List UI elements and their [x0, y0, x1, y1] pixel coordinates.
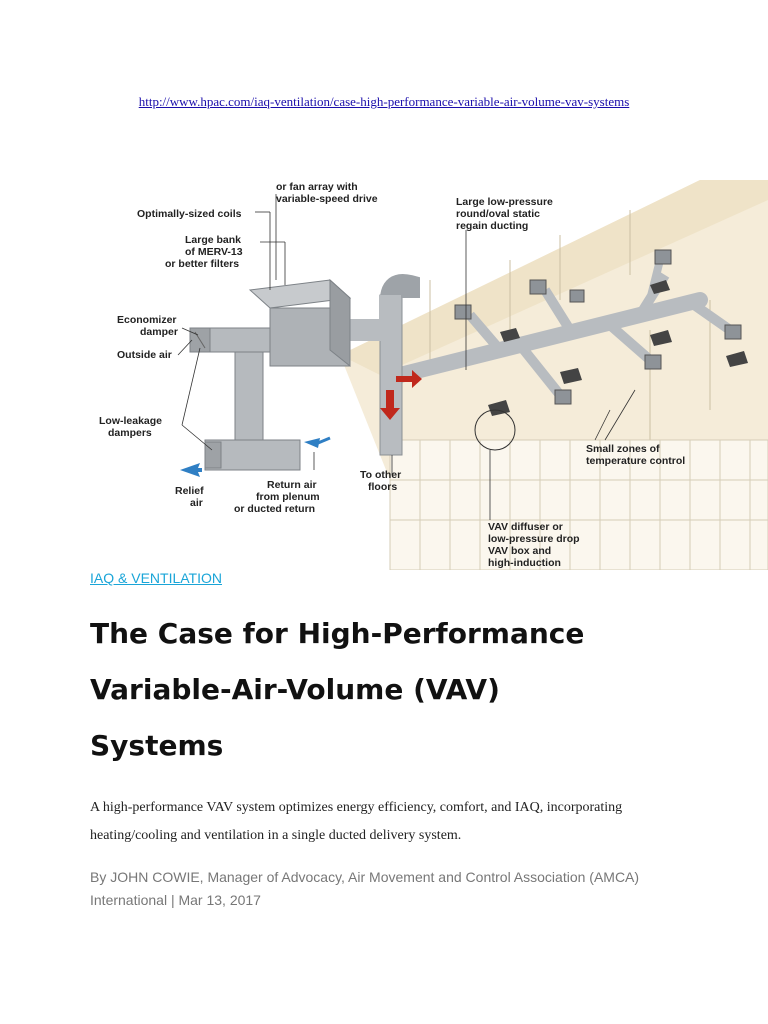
category-link[interactable]: IAQ & VENTILATION	[90, 570, 222, 586]
label-fan-array-1: or fan array with	[276, 181, 358, 193]
supply-flow-arrows	[380, 370, 422, 420]
label-return-2: from plenum	[256, 491, 320, 503]
diffuser-plates	[488, 280, 748, 416]
label-diffuser-3: VAV box and	[488, 545, 551, 557]
label-relief-2: air	[190, 497, 203, 509]
label-diffuser-1: VAV diffuser or	[488, 521, 563, 533]
label-ducting-1: Large low-pressure	[456, 196, 553, 208]
air-handling-unit	[189, 278, 352, 471]
label-fan-array-2: variable-speed drive	[276, 193, 378, 205]
source-url-link[interactable]: http://www.hpac.com/iaq-ventilation/case…	[138, 94, 630, 109]
air-flow-arrows-blue	[180, 436, 331, 477]
label-relief-1: Relief	[175, 485, 204, 497]
label-coils: Optimally-sized coils	[137, 208, 242, 220]
label-filters-1: Large bank	[185, 234, 241, 246]
label-ducting-3: regain ducting	[456, 220, 528, 232]
label-return-3: or ducted return	[234, 503, 315, 515]
label-low-leakage-1: Low-leakage	[99, 415, 162, 427]
supply-elbow	[340, 295, 401, 341]
headline-line-3: Systems	[90, 729, 224, 762]
label-economizer-1: Economizer	[117, 314, 177, 326]
label-economizer-2: damper	[140, 326, 178, 338]
label-other-floors-1: To other	[360, 469, 401, 481]
label-zones-2: temperature control	[586, 455, 685, 467]
label-outside-air: Outside air	[117, 349, 172, 361]
vav-diagram-svg: or fan array with variable-speed drive O…	[99, 180, 768, 570]
label-other-floors-2: floors	[368, 481, 397, 493]
label-low-leakage-2: dampers	[108, 427, 152, 439]
leader-lines	[177, 194, 636, 520]
label-filters-2: of MERV-13	[185, 246, 243, 258]
vav-system-diagram: or fan array with variable-speed drive O…	[90, 180, 768, 570]
headline-line-1: The Case for High-Performance	[90, 617, 585, 650]
label-filters-3: or better filters	[165, 258, 239, 270]
article-byline: By JOHN COWIE, Manager of Advocacy, Air …	[90, 869, 640, 908]
label-return-1: Return air	[267, 479, 317, 491]
partition-walls	[429, 210, 711, 440]
diffuser-callout-circle	[474, 409, 516, 451]
label-diffuser-2: low-pressure drop	[488, 533, 580, 545]
article-summary: A high-performance VAV system optimizes …	[90, 800, 623, 843]
label-ducting-2: round/oval static	[456, 208, 540, 220]
label-diffuser-4: high-induction	[488, 557, 561, 569]
vav-diffusers	[454, 249, 742, 405]
headline-line-2: Variable-Air-Volume (VAV)	[90, 673, 500, 706]
building-facade	[389, 439, 768, 570]
label-zones-1: Small zones of	[586, 443, 660, 455]
article-headline: The Case for High-Performance Variable-A…	[90, 606, 730, 774]
